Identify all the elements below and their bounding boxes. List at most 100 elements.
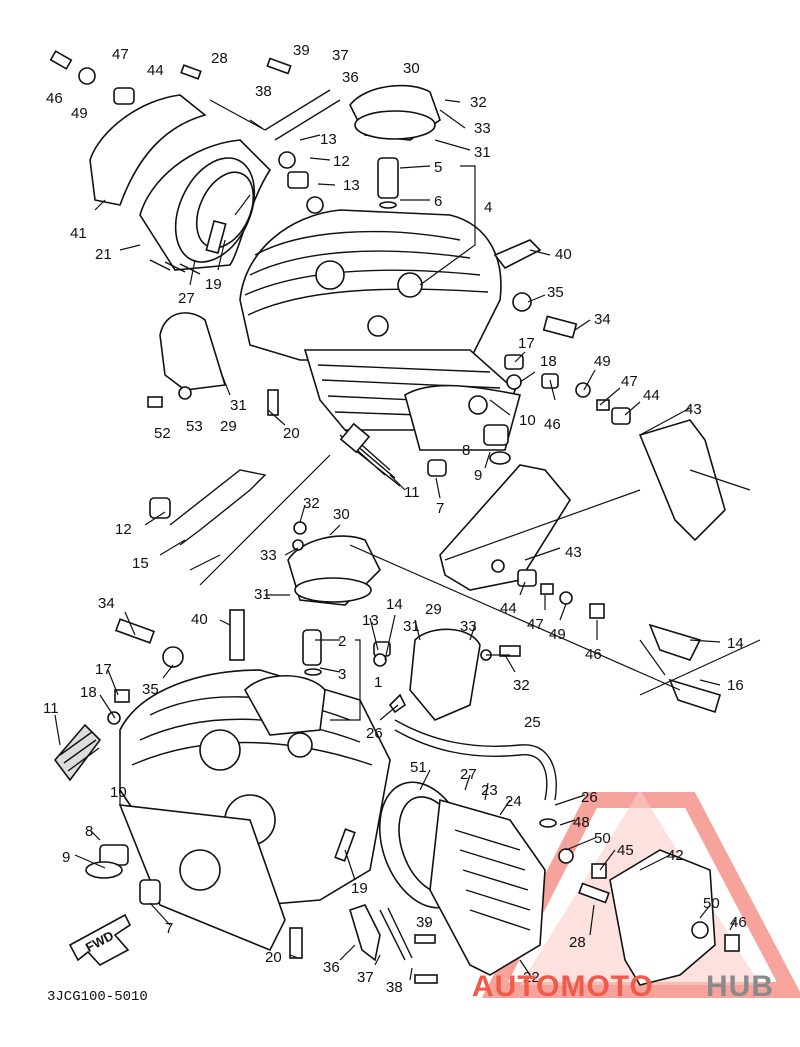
- callout-19: 19: [205, 276, 222, 293]
- callout-18: 18: [540, 353, 557, 370]
- callout-8: 8: [462, 442, 470, 459]
- callout-34: 34: [594, 311, 611, 328]
- callout-14: 14: [386, 596, 403, 613]
- rear-valve-cover: [349, 84, 441, 141]
- callout-43: 43: [685, 401, 702, 418]
- callout-29: 29: [220, 418, 237, 435]
- callout-13: 13: [343, 177, 360, 194]
- callout-46: 46: [46, 90, 63, 107]
- cable-bracket: [169, 469, 267, 546]
- callout-40: 40: [555, 246, 572, 263]
- callout-39: 39: [416, 914, 433, 931]
- callout-46: 46: [544, 416, 561, 433]
- callout-11: 11: [404, 484, 420, 501]
- watermark-text: AUTOMOTO HUB: [472, 970, 774, 1003]
- callout-38: 38: [255, 83, 272, 100]
- callout-49: 49: [71, 105, 88, 122]
- callout-46: 46: [730, 914, 747, 931]
- callout-12: 12: [115, 521, 132, 538]
- callout-45: 45: [617, 842, 634, 859]
- callout-44: 44: [643, 387, 660, 404]
- small-parts: [49, 50, 740, 984]
- callout-29: 29: [425, 601, 442, 618]
- callout-17: 17: [95, 661, 112, 678]
- callout-47: 47: [527, 616, 544, 633]
- front-heat-shield: [609, 849, 716, 986]
- callout-9: 9: [474, 467, 482, 484]
- callout-35: 35: [142, 681, 159, 698]
- callout-6: 6: [434, 193, 442, 210]
- callout-28: 28: [569, 934, 586, 951]
- callout-10: 10: [519, 412, 536, 429]
- callout-44: 44: [147, 62, 164, 79]
- callout-26: 26: [366, 725, 383, 742]
- callout-10: 10: [110, 784, 127, 801]
- callout-49: 49: [594, 353, 611, 370]
- callout-35: 35: [547, 284, 564, 301]
- front-spring: [53, 723, 102, 782]
- callout-24: 24: [505, 793, 522, 810]
- callout-5: 5: [434, 159, 442, 176]
- callout-13: 13: [362, 612, 379, 629]
- callout-46: 46: [585, 646, 602, 663]
- callout-30: 30: [333, 506, 350, 523]
- callout-36: 36: [342, 69, 359, 86]
- leader-lines: [54, 99, 761, 981]
- callout-33: 33: [260, 547, 277, 564]
- callout-27: 27: [178, 290, 195, 307]
- callout-23: 23: [481, 782, 498, 799]
- callout-33: 33: [474, 120, 491, 137]
- callout-25: 25: [524, 714, 541, 731]
- callout-labels: 46 49 47 44 28 39 37 36 38 30 32 33 31 1…: [43, 42, 747, 996]
- callout-44: 44: [500, 600, 517, 617]
- right-side-shield: [638, 419, 726, 542]
- front-valve-cover: [287, 535, 381, 606]
- callout-32: 32: [470, 94, 487, 111]
- callout-19: 19: [351, 880, 368, 897]
- callout-18: 18: [80, 684, 97, 701]
- callout-42: 42: [667, 847, 684, 864]
- rear-heat-shield: [89, 94, 207, 206]
- callout-22: 22: [523, 969, 540, 986]
- callout-51: 51: [410, 759, 427, 776]
- callout-12: 12: [333, 153, 350, 170]
- forward-direction-arrow: FWD: [68, 913, 132, 966]
- callout-32: 32: [513, 677, 530, 694]
- callout-28: 28: [211, 50, 228, 67]
- breather-hose: [394, 719, 557, 801]
- watermark-part2: HUB: [706, 970, 774, 1003]
- callout-49: 49: [549, 626, 566, 643]
- callout-40: 40: [191, 611, 208, 628]
- callout-20: 20: [265, 949, 282, 966]
- rear-cylinder-head: [239, 209, 521, 451]
- watermark-part1: AUTOMOTO: [472, 970, 654, 1003]
- callout-31: 31: [474, 144, 491, 161]
- callout-34: 34: [98, 595, 115, 612]
- callout-3: 3: [338, 666, 346, 683]
- callout-15: 15: [132, 555, 149, 572]
- callout-31: 31: [230, 397, 247, 414]
- callout-20: 20: [283, 425, 300, 442]
- callout-27: 27: [460, 766, 477, 783]
- rear-exhaust-manifold: [139, 139, 272, 275]
- callout-38: 38: [386, 979, 403, 996]
- callout-47: 47: [621, 373, 638, 390]
- callout-13: 13: [320, 131, 337, 148]
- callout-9: 9: [62, 849, 70, 866]
- callout-26: 26: [581, 789, 598, 806]
- callout-50: 50: [594, 830, 611, 847]
- callout-21: 21: [95, 246, 112, 263]
- rear-spring: [339, 422, 401, 487]
- callout-41: 41: [70, 225, 87, 242]
- callout-2: 2: [338, 633, 346, 650]
- callout-31: 31: [254, 586, 271, 603]
- callout-50: 50: [703, 895, 720, 912]
- callout-30: 30: [403, 60, 420, 77]
- callout-11: 11: [43, 700, 59, 717]
- callout-1: 1: [374, 674, 382, 691]
- callout-33: 33: [460, 618, 477, 635]
- rear-bracket: [439, 464, 571, 591]
- callout-53: 53: [186, 418, 203, 435]
- callout-47: 47: [112, 46, 129, 63]
